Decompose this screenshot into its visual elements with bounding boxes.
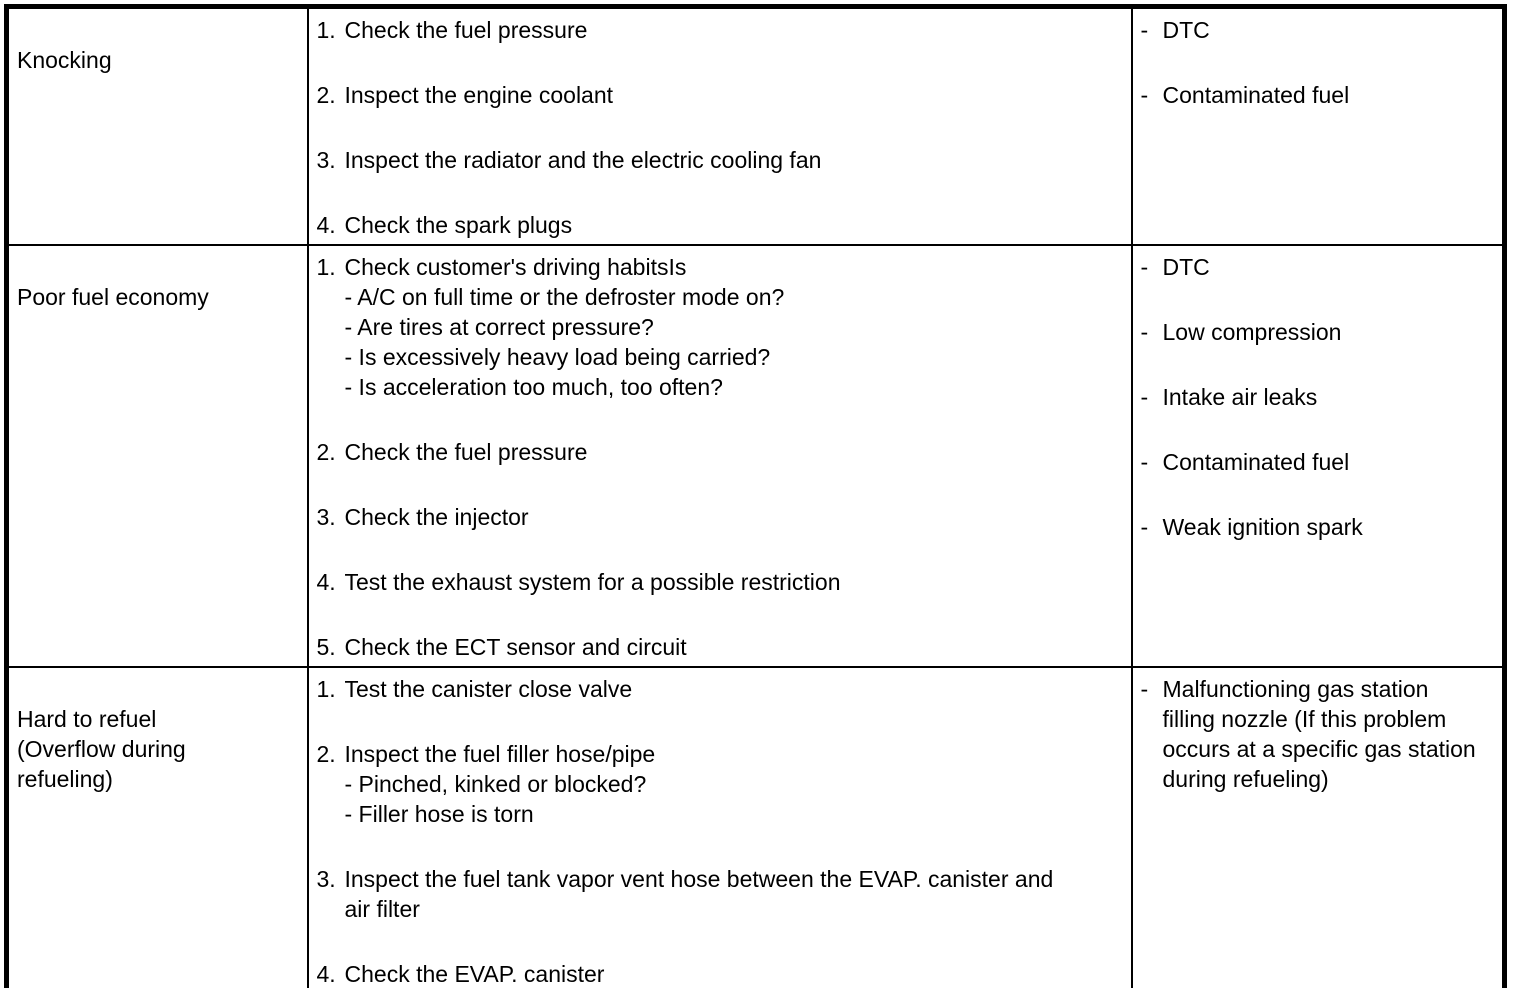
- inspection-step: 1. Test the canister close valve: [317, 674, 1127, 704]
- inspection-step: 4. Test the exhaust system for a possibl…: [317, 567, 1127, 597]
- inspection-step: 3. Inspect the radiator and the electric…: [317, 145, 1127, 175]
- step-text: Check the ECT sensor and circuit: [344, 634, 687, 660]
- step-number: 1.: [316, 17, 336, 43]
- step-text: Inspect the engine coolant: [344, 82, 614, 108]
- symptom-cell: Hard to refuel (Overflow during refuelin…: [5, 666, 309, 988]
- possible-causes-cell: - DTC - Low compression - Intake air lea…: [1130, 244, 1506, 668]
- cause-item: - Weak ignition spark: [1141, 512, 1499, 542]
- step-text: Inspect the fuel tank vapor vent hose be…: [344, 866, 1054, 922]
- cause-item: - DTC: [1141, 252, 1499, 282]
- symptom-troubleshooting-table: Knocking 1. Check the fuel pressure 2. I…: [4, 4, 1507, 988]
- cause-item: - DTC: [1141, 15, 1499, 45]
- cause-item: - Intake air leaks: [1141, 382, 1499, 412]
- step-text: Check the injector: [344, 504, 529, 530]
- table-row-knocking: Knocking 1. Check the fuel pressure 2. I…: [5, 5, 1506, 246]
- symptom-cell: Knocking: [5, 5, 309, 246]
- step-number: 2.: [316, 439, 336, 465]
- cause-item: - Low compression: [1141, 317, 1499, 347]
- possible-causes-cell: - DTC - Contaminated fuel: [1130, 5, 1506, 246]
- step-number: 3.: [316, 504, 336, 530]
- inspection-step: 3. Inspect the fuel tank vapor vent hose…: [317, 864, 1127, 924]
- inspection-step: 2. Check the fuel pressure: [317, 437, 1127, 467]
- cause-text: DTC: [1162, 17, 1210, 43]
- step-text: Check the EVAP. canister: [344, 961, 605, 987]
- cause-text: Low compression: [1162, 319, 1342, 345]
- dash-bullet: -: [1140, 319, 1149, 345]
- cause-item: - Malfunctioning gas station filling noz…: [1141, 674, 1499, 794]
- cause-text: Contaminated fuel: [1162, 449, 1350, 475]
- inspection-steps-cell: 1. Check the fuel pressure 2. Inspect th…: [306, 5, 1133, 246]
- step-text: Check the spark plugs: [344, 212, 573, 238]
- cause-item: - Contaminated fuel: [1141, 447, 1499, 477]
- cause-text: Intake air leaks: [1162, 384, 1318, 410]
- cause-text: Contaminated fuel: [1162, 82, 1350, 108]
- inspection-steps-cell: 1. Check customer's driving habitsIs - A…: [306, 244, 1133, 668]
- symptom-cell: Poor fuel economy: [5, 244, 309, 668]
- cause-text: Weak ignition spark: [1162, 514, 1363, 540]
- cause-text: DTC: [1162, 254, 1210, 280]
- step-number: 2.: [316, 741, 336, 767]
- step-text: Check the fuel pressure: [344, 439, 588, 465]
- inspection-steps-cell: 1. Test the canister close valve 2. Insp…: [306, 666, 1133, 988]
- step-number: 3.: [316, 147, 336, 173]
- step-text: Test the exhaust system for a possible r…: [344, 569, 841, 595]
- inspection-step: 1. Check the fuel pressure: [317, 15, 1127, 45]
- step-number: 1.: [316, 254, 336, 280]
- step-number: 4.: [316, 961, 336, 987]
- dash-bullet: -: [1140, 82, 1149, 108]
- step-number: 2.: [316, 82, 336, 108]
- inspection-step: 3. Check the injector: [317, 502, 1127, 532]
- step-text: Inspect the radiator and the electric co…: [344, 147, 822, 173]
- dash-bullet: -: [1140, 449, 1149, 475]
- dash-bullet: -: [1140, 676, 1149, 702]
- step-text: Inspect the fuel filler hose/pipe - Pinc…: [344, 741, 656, 827]
- symptom-text: Hard to refuel (Overflow during refuelin…: [17, 706, 186, 792]
- step-number: 5.: [316, 634, 336, 660]
- inspection-step: 5. Check the ECT sensor and circuit: [317, 632, 1127, 662]
- step-number: 1.: [316, 676, 336, 702]
- step-number: 4.: [316, 569, 336, 595]
- step-text: Test the canister close valve: [344, 676, 633, 702]
- inspection-step: 2. Inspect the fuel filler hose/pipe - P…: [317, 739, 1127, 829]
- step-text: Check customer's driving habitsIs - A/C …: [344, 254, 785, 400]
- inspection-step: 4. Check the EVAP. canister: [317, 959, 1127, 988]
- symptom-text: Knocking: [17, 47, 112, 73]
- dash-bullet: -: [1140, 254, 1149, 280]
- inspection-step: 2. Inspect the engine coolant: [317, 80, 1127, 110]
- inspection-step: 1. Check customer's driving habitsIs - A…: [317, 252, 1127, 402]
- dash-bullet: -: [1140, 514, 1149, 540]
- step-number: 4.: [316, 212, 336, 238]
- symptom-text: Poor fuel economy: [17, 284, 209, 310]
- cause-text: Malfunctioning gas station filling nozzl…: [1162, 676, 1476, 792]
- possible-causes-cell: - Malfunctioning gas station filling noz…: [1130, 666, 1506, 988]
- table-row-poor-fuel-economy: Poor fuel economy 1. Check customer's dr…: [5, 244, 1506, 668]
- inspection-step: 4. Check the spark plugs: [317, 210, 1127, 240]
- step-number: 3.: [316, 866, 336, 892]
- table-row-hard-to-refuel: Hard to refuel (Overflow during refuelin…: [5, 666, 1506, 988]
- dash-bullet: -: [1140, 17, 1149, 43]
- step-text: Check the fuel pressure: [344, 17, 588, 43]
- dash-bullet: -: [1140, 384, 1149, 410]
- cause-item: - Contaminated fuel: [1141, 80, 1499, 110]
